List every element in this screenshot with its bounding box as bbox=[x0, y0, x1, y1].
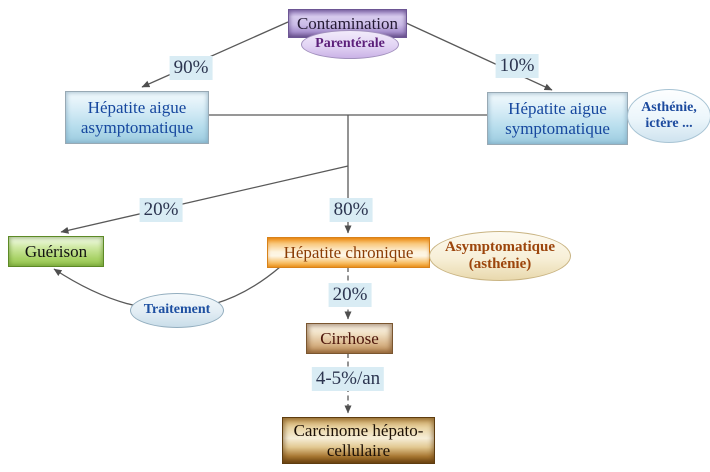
parenterale-ellipse: Parentérale bbox=[301, 30, 399, 59]
acute-asymptomatic-line1: Hépatite aigue bbox=[87, 98, 187, 118]
carcinome-line1: Carcinome hépato- bbox=[293, 421, 424, 441]
acute-symptomatic-node: Hépatite aigue symptomatique bbox=[487, 92, 628, 145]
guerison-label: Guérison bbox=[24, 241, 88, 261]
asymptomatique-note-ellipse: Asymptomatique (asthénie) bbox=[429, 231, 571, 281]
parenterale-label: Parentérale bbox=[315, 36, 385, 52]
edge-contamination-to-symptomatic bbox=[403, 21, 553, 91]
traitement-label: Traitement bbox=[143, 302, 211, 318]
cirrhose-node: Cirrhose bbox=[306, 323, 393, 354]
contamination-label: Contamination bbox=[296, 13, 399, 33]
traitement-ellipse: Traitement bbox=[130, 293, 224, 328]
edge-label-10pct: 10% bbox=[495, 54, 539, 78]
asthenie-ictere-ellipse: Asthénie, ictère ... bbox=[627, 89, 710, 143]
edge-label-20pct-guerison: 20% bbox=[139, 198, 183, 222]
edge-to-guerison bbox=[60, 165, 349, 234]
acute-symptomatic-line2: symptomatique bbox=[505, 118, 610, 138]
edge-label-90pct: 90% bbox=[169, 56, 213, 80]
hepatite-chronique-node: Hépatite chronique bbox=[267, 237, 430, 268]
carcinome-line2: cellulaire bbox=[326, 440, 391, 460]
acute-asymptomatic-line2: asymptomatique bbox=[80, 117, 194, 137]
cirrhose-label: Cirrhose bbox=[320, 328, 379, 348]
edge-label-4-5pct-an: 4-5%/an bbox=[311, 367, 385, 391]
guerison-node: Guérison bbox=[8, 236, 104, 267]
asthenie-line2: ictère ... bbox=[645, 116, 693, 131]
acute-symptomatic-line1: Hépatite aigue bbox=[508, 99, 607, 119]
hepatite-chronique-label: Hépatite chronique bbox=[283, 242, 414, 262]
edge-contamination-to-asymptomatic bbox=[141, 21, 289, 88]
asymptomatique-note-line1: Asymptomatique bbox=[444, 238, 555, 255]
contamination-node: Contamination bbox=[288, 9, 407, 38]
edge-label-20pct-cirrhose: 20% bbox=[328, 283, 372, 307]
edge-label-80pct: 80% bbox=[329, 198, 373, 222]
asthenie-line1: Asthénie, bbox=[641, 99, 697, 115]
asymptomatique-note-line2: (asthénie) bbox=[468, 256, 532, 272]
acute-asymptomatic-node: Hépatite aigue asymptomatique bbox=[65, 91, 209, 144]
carcinome-node: Carcinome hépato- cellulaire bbox=[282, 417, 435, 464]
